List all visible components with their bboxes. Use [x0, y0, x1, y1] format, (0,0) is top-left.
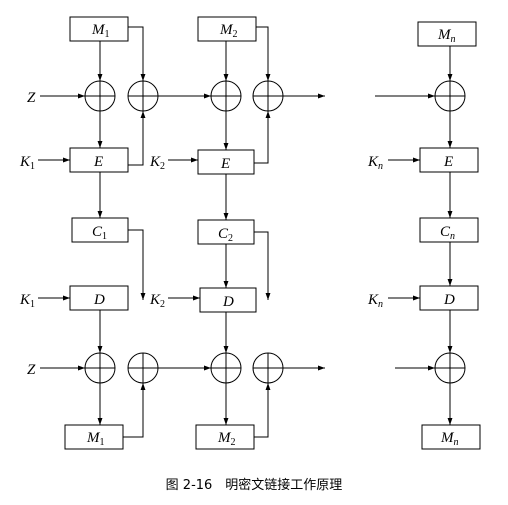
encrypt-box-2: [197, 149, 255, 175]
key-label-top-1: K1: [19, 154, 35, 172]
plaintext-label-2: M2: [219, 22, 238, 40]
cipher-label-n: Cn: [440, 224, 455, 242]
encrypt-label-n: E: [443, 154, 453, 170]
iv-label-bottom: Z: [27, 362, 36, 378]
xor-node-e1b: [127, 80, 159, 112]
encrypt-box-1: [69, 147, 129, 173]
cipher-box-n: [419, 217, 479, 243]
encrypt-box-n: [419, 147, 479, 173]
key-label-top-n: Kn: [367, 154, 383, 172]
xor-node-d2b: [252, 352, 284, 384]
cipher-box-1: [71, 217, 129, 243]
output-box-n: [421, 424, 481, 450]
decrypt-label-2: D: [222, 294, 234, 310]
key-label-top-2: K2: [149, 154, 165, 172]
cipher-label-1: C1: [92, 224, 107, 242]
plaintext-box-2: [197, 16, 257, 42]
plaintext-label-1: M1: [91, 22, 110, 40]
xor-node-d2: [210, 352, 242, 384]
output-label-1: M1: [86, 430, 105, 448]
plaintext-box-1: [69, 16, 129, 42]
xor-node-en: [434, 80, 466, 112]
cipher-label-2: C2: [218, 226, 233, 244]
decrypt-box-2: [199, 287, 257, 313]
figure-caption: 图 2-16 明密文链接工作原理: [165, 478, 343, 493]
decrypt-label-1: D: [93, 292, 105, 308]
xor-node-d1b: [127, 352, 159, 384]
output-label-n: Mn: [440, 430, 459, 448]
output-label-2: M2: [217, 430, 236, 448]
xor-node-dn: [434, 352, 466, 384]
key-label-bottom-2: K2: [149, 292, 165, 310]
key-label-bottom-1: K1: [19, 292, 35, 310]
plaintext-box-n: [417, 21, 477, 47]
plaintext-label-n: Mn: [437, 27, 456, 45]
encrypt-label-2: E: [220, 156, 230, 172]
key-label-bottom-n: Kn: [367, 292, 383, 310]
encrypt-label-1: E: [93, 154, 103, 170]
iv-label-top: Z: [27, 90, 36, 106]
xor-node-e2: [210, 80, 242, 112]
cipher-chaining-diagram: M1 Z E K1 C1 M2 E K2 C2: [19, 16, 481, 450]
xor-node-e1: [84, 80, 116, 112]
xor-node-d1: [84, 352, 116, 384]
cipher-box-2: [197, 219, 255, 245]
decrypt-label-n: D: [443, 292, 455, 308]
xor-node-e2b: [252, 80, 284, 112]
